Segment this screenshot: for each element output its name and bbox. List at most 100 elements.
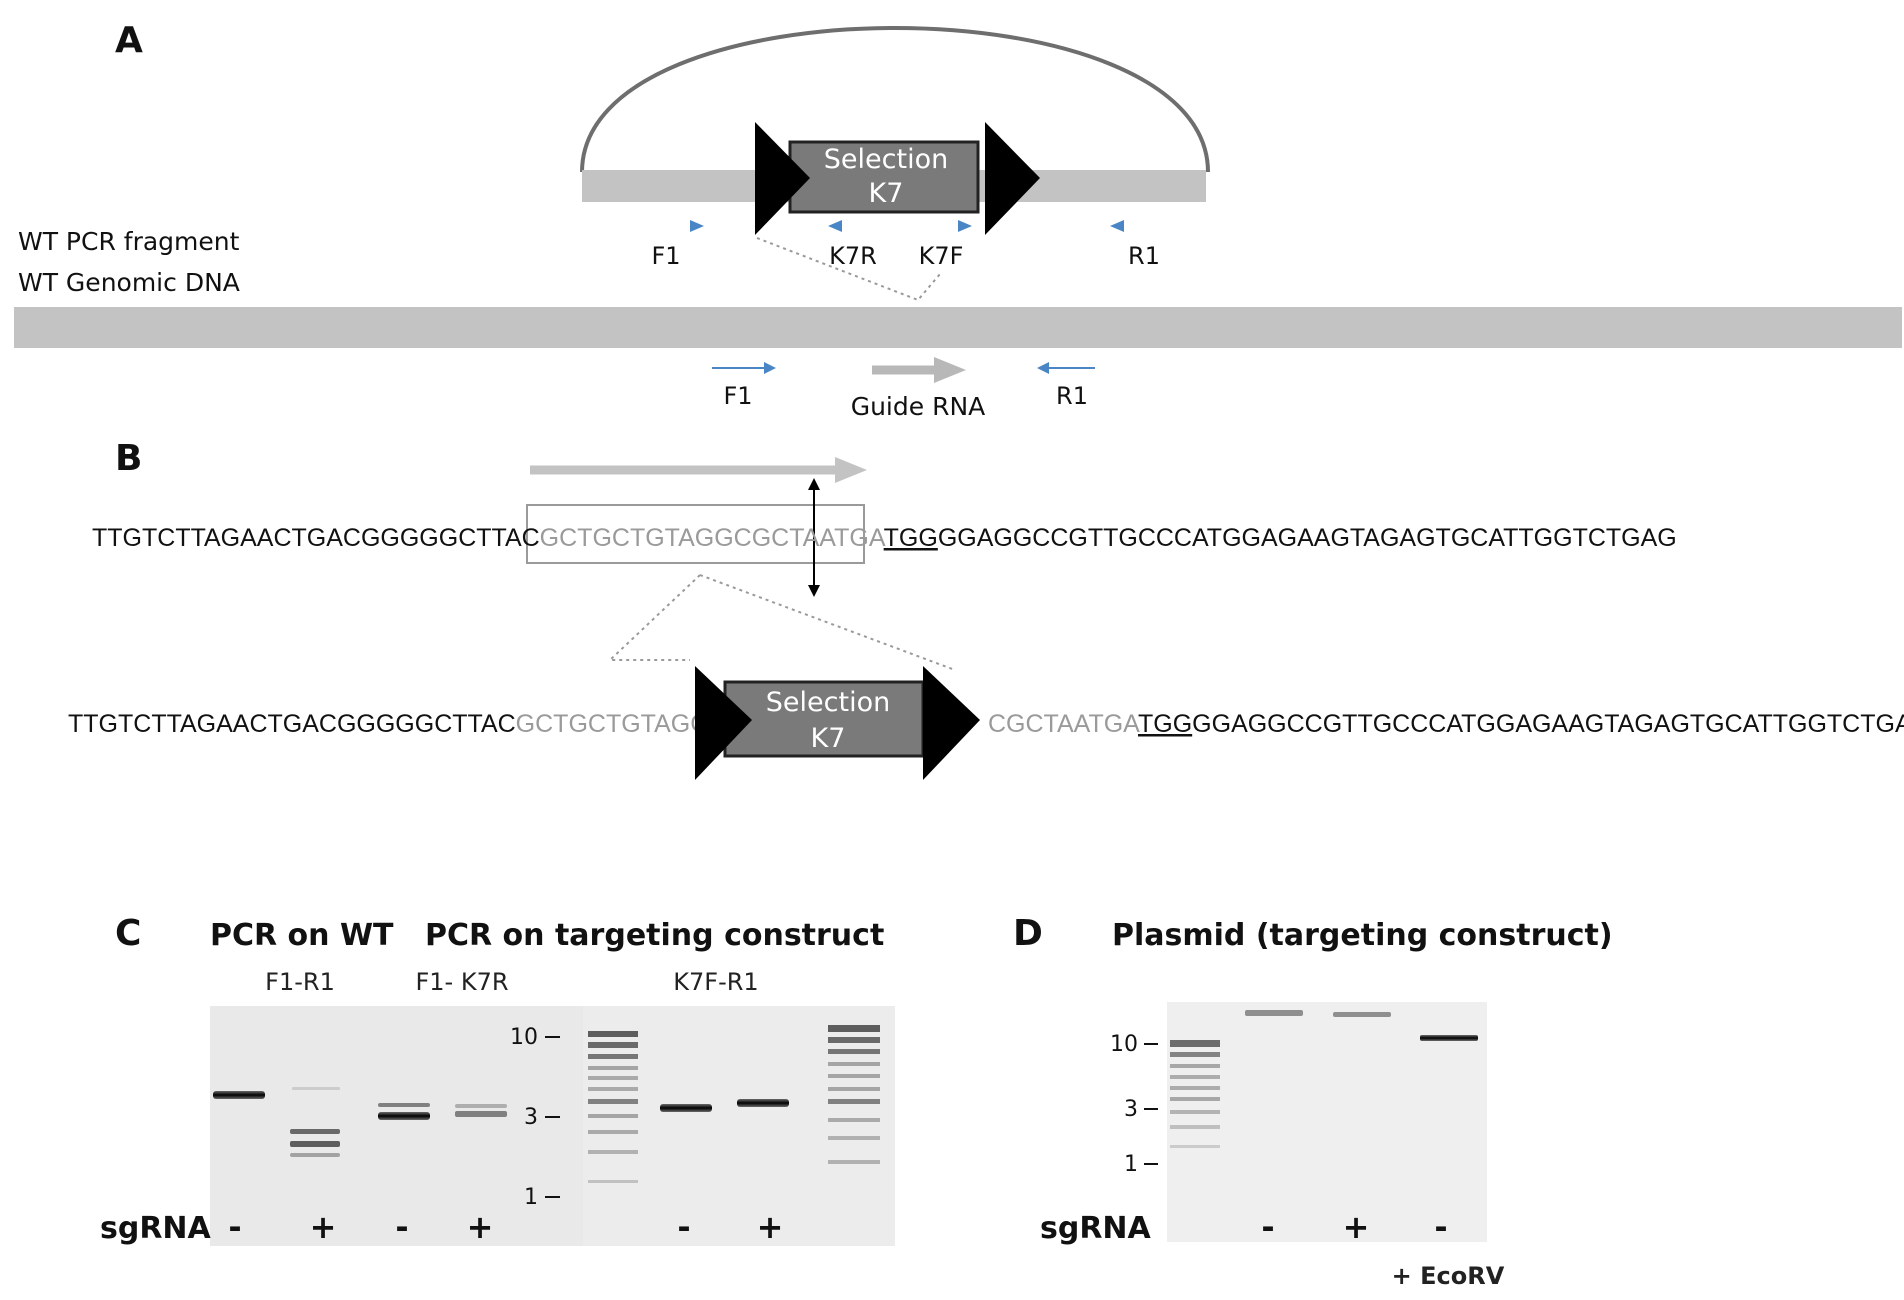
gel-d-title: Plasmid (targeting construct)	[1112, 918, 1613, 953]
wt-genomic-dna-label: WT Genomic DNA	[18, 268, 240, 297]
gel-d-marker-3: 3	[1124, 1097, 1138, 1122]
wt-sequence: TTGTCTTAGAACTGACGGGGGCTTACGCTGCTGTAGGCGC…	[92, 524, 1677, 552]
ladder-band	[828, 1025, 880, 1032]
genomic-r1-label: R1	[1056, 382, 1088, 410]
ladder-band	[828, 1037, 880, 1043]
panel-d-letter: D	[1013, 913, 1043, 954]
ko-seq-pam: TGG	[1138, 710, 1192, 738]
panel-b: B TTGTCTTAGAACTGACGGGGGCTTACGCTGCTGTAGGC…	[68, 438, 1904, 780]
gel-c-band	[378, 1103, 430, 1107]
gel-c-marker-10: 10	[510, 1025, 538, 1050]
gel-d-marker-1: 1	[1124, 1152, 1138, 1177]
genomic-r1-arrow	[1037, 362, 1049, 374]
genomic-primers: F1 R1 Guide RNA	[712, 357, 1095, 421]
ladder-band	[1170, 1064, 1220, 1068]
gel-c-lane-sign: +	[757, 1208, 784, 1246]
ladder-band	[828, 1049, 880, 1054]
gel-c-marker-1: 1	[524, 1185, 538, 1210]
genomic-dna-bar	[14, 307, 1902, 348]
gel-c-band	[290, 1141, 340, 1147]
gel-d-lane-sign: -	[1261, 1208, 1274, 1246]
guide-target-box	[526, 504, 865, 564]
b-guide-arrow	[835, 457, 867, 483]
wt-pcr-fragment-label: WT PCR fragment	[18, 227, 240, 256]
b-loxp-site-right	[923, 666, 980, 780]
plasmid-backbone-arc	[580, 26, 1210, 173]
selection-k7-label: K7	[869, 178, 904, 209]
ladder-band	[1170, 1110, 1220, 1114]
gel-c-band	[378, 1112, 430, 1120]
gel-c-lane-sign: -	[228, 1208, 241, 1246]
ko-sequence-right: CGCTAATGATGGGGAGGCCGTTGCCCATGGAGAAGTAGAG…	[988, 710, 1904, 738]
gel-sub-k7fr1: K7F-R1	[673, 968, 758, 996]
panel-a: A Selection K7 F1 K7R K7F R1 WT PCR frag…	[14, 20, 1902, 421]
panel-c: C PCR on WT PCR on targeting construct F…	[100, 913, 895, 1246]
wt-seq-pam: TGG	[884, 524, 938, 552]
cut-site-arrow-down	[808, 585, 820, 597]
ko-seq-left: TTGTCTTAGAACTGACGGGGGCTTAC	[68, 710, 516, 738]
ladder-band	[1170, 1052, 1220, 1057]
ladder-band	[828, 1074, 880, 1078]
ladder-band	[588, 1099, 638, 1104]
donor-fragment: Selection K7	[580, 26, 1210, 235]
ladder-band	[828, 1160, 880, 1164]
loxp-site-left	[755, 122, 810, 235]
gel-c-band	[455, 1111, 507, 1117]
b-selection-label: Selection	[766, 687, 890, 718]
wt-seq-right: GGAGGCCGTTGCCCATGGAGAAGTAGAGTGCATTGGTCTG…	[938, 524, 1677, 552]
gel-sub-f1r1: F1-R1	[265, 968, 335, 996]
gel-d-marker-10: 10	[1110, 1032, 1138, 1057]
ladder-band	[828, 1136, 880, 1140]
gel-c-band	[737, 1099, 789, 1107]
ladder-band	[1170, 1145, 1220, 1148]
primer-f1-label: F1	[651, 242, 680, 270]
ladder-band	[588, 1042, 638, 1048]
ko-seq-guide-right: CGCTAATGA	[988, 710, 1140, 738]
b-loxp-site-left	[695, 666, 752, 780]
gel-d-sgrna-label: sgRNA	[1040, 1211, 1152, 1246]
gel-d-band	[1420, 1035, 1478, 1041]
gel-d-lane-sign: -	[1434, 1208, 1447, 1246]
selection-label: Selection	[824, 144, 948, 175]
panel-b-letter: B	[115, 438, 142, 479]
ladder-band	[828, 1099, 880, 1104]
gel-c-ladder	[588, 1031, 638, 1183]
panel-d: D Plasmid (targeting construct) 10 3 1 s…	[1013, 913, 1613, 1290]
gel-c-band	[660, 1104, 712, 1112]
genomic-f1-arrow	[764, 362, 776, 374]
ladder-band	[588, 1066, 638, 1070]
ladder-band	[1170, 1125, 1220, 1129]
gel-c-lane-sign: +	[310, 1208, 337, 1246]
donor-primers: F1 K7R K7F R1	[651, 220, 1160, 270]
gel-c-band	[292, 1087, 340, 1090]
ladder-band	[588, 1180, 638, 1183]
gel-d-band	[1333, 1012, 1391, 1017]
cut-site-arrow-up	[808, 478, 820, 490]
insertion-guide-lines	[756, 237, 941, 302]
gel-c-lane-sign: -	[395, 1208, 408, 1246]
b-insertion-guide-lines	[607, 574, 701, 661]
selection-cassette-box	[788, 140, 980, 214]
gel-title-construct: PCR on targeting construct	[425, 918, 884, 953]
panel-c-letter: C	[115, 913, 141, 954]
ladder-band	[588, 1087, 638, 1091]
panel-a-letter: A	[115, 20, 143, 61]
genomic-f1-label: F1	[723, 382, 752, 410]
ladder-band	[588, 1150, 638, 1154]
gel-sub-f1k7r: F1- K7R	[415, 968, 508, 996]
ladder-band	[1170, 1086, 1220, 1090]
primer-r1-label: R1	[1128, 242, 1160, 270]
ladder-band	[1170, 1075, 1220, 1079]
gel-c-sgrna-label: sgRNA	[100, 1211, 212, 1246]
wt-seq-left: TTGTCTTAGAACTGACGGGGGCTTAC	[92, 524, 540, 552]
gel-c-lane-sign: -	[677, 1208, 690, 1246]
primer-r1-arrow	[1110, 220, 1124, 232]
ladder-band	[588, 1114, 638, 1118]
gel-d-ladder	[1170, 1040, 1220, 1148]
primer-k7r-arrow	[828, 220, 842, 232]
primer-k7f-label: K7F	[919, 242, 964, 270]
ko-sequence-left: TTGTCTTAGAACTGACGGGGGCTTACGCTGCTGTAGG	[68, 710, 710, 738]
gel-d-lane-sign: +	[1343, 1208, 1370, 1246]
ladder-band	[588, 1031, 638, 1037]
